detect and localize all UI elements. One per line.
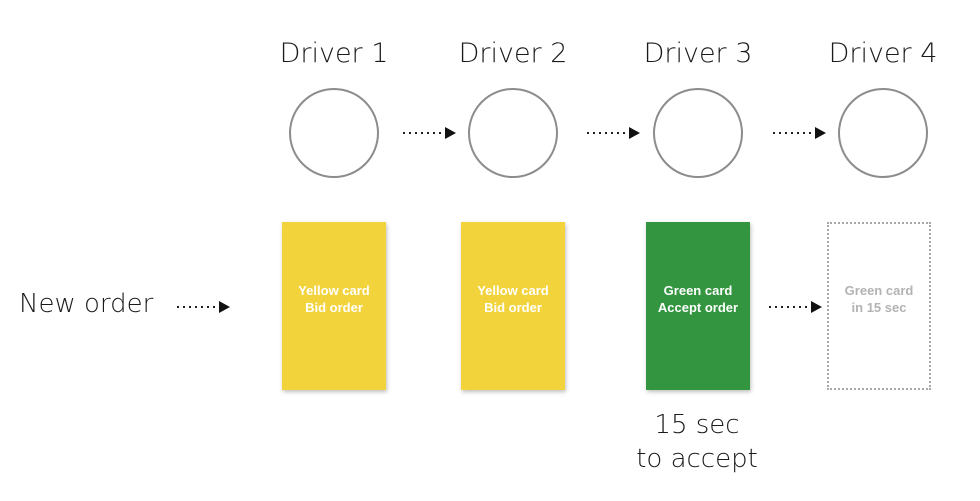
card-driver-3-line2: Accept order: [657, 300, 739, 315]
driver-3-circle: [653, 88, 743, 178]
card-driver-3-line1: Green card: [663, 283, 733, 298]
driver-1-circle: [289, 88, 379, 178]
card-driver-2-line1: Yellow card: [477, 283, 549, 298]
driver-2-label: Driver 2: [458, 38, 568, 69]
arrow-driver2-to-driver3: [587, 127, 640, 139]
arrow-driver3-to-driver4: [773, 127, 826, 139]
arrow-card3-to-card4: [769, 301, 822, 313]
card-driver-1-line1: Yellow card: [298, 283, 370, 298]
arrow-driver1-to-driver2: [403, 127, 456, 139]
card-driver-2: Yellow card Bid order: [461, 222, 565, 390]
card-driver-1-line2: Bid order: [305, 300, 363, 315]
driver-4-circle: [838, 88, 928, 178]
card-driver-1: Yellow card Bid order: [282, 222, 386, 390]
new-order-label: New order: [19, 289, 154, 319]
card-driver-2-line2: Bid order: [484, 300, 542, 315]
driver-3-label: Driver 3: [643, 38, 753, 69]
driver-1-label: Driver 1: [279, 38, 389, 69]
timer-caption: 15 sec to accept: [622, 408, 772, 476]
timer-line1: 15 sec: [654, 410, 740, 440]
card-driver-4: Green card in 15 sec: [827, 222, 931, 390]
card-driver-3: Green card Accept order: [646, 222, 750, 390]
arrow-new-order: [177, 301, 230, 313]
card-driver-4-line1: Green card: [844, 283, 914, 298]
driver-2-circle: [468, 88, 558, 178]
timer-line2: to accept: [636, 444, 758, 474]
card-driver-4-line2: in 15 sec: [851, 300, 907, 315]
driver-4-label: Driver 4: [828, 38, 938, 69]
